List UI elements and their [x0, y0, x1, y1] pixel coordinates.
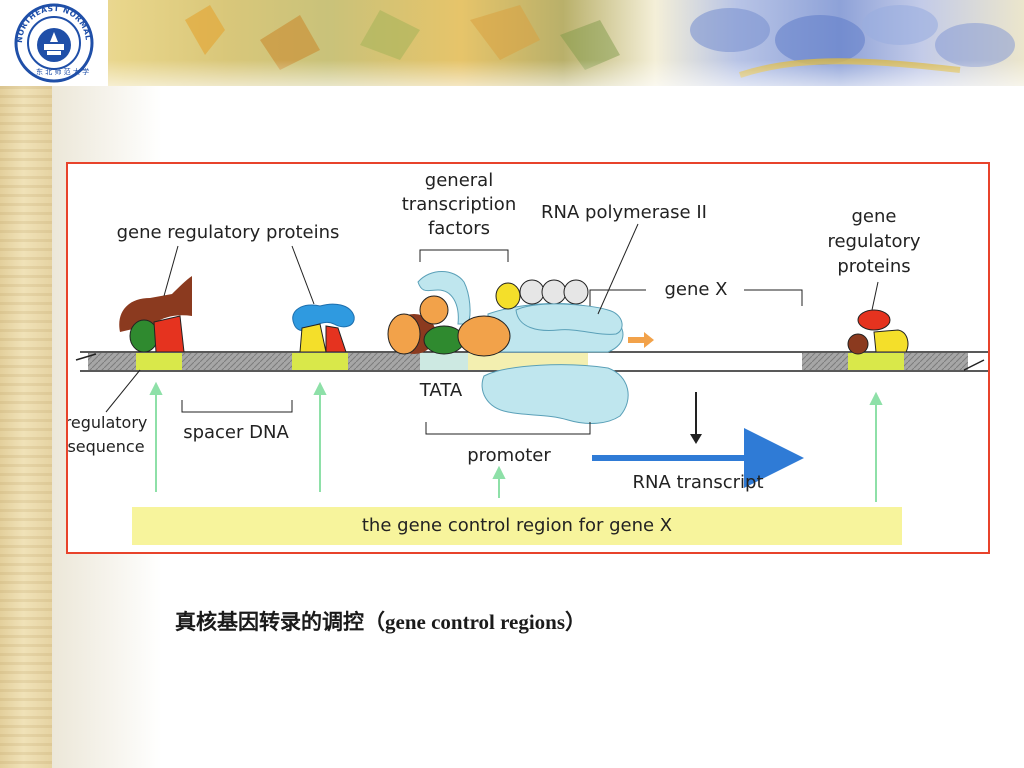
regulatory-sequence-2	[292, 353, 348, 370]
label-spacer-dna: spacer DNA	[183, 422, 289, 443]
transcription-complex	[387, 271, 654, 424]
gene-control-diagram: the gene control region for gene X	[65, 170, 988, 545]
label-reg-seq-line2: sequence	[68, 437, 145, 456]
label-gtf-line2: transcription	[402, 194, 516, 215]
regulatory-sequence-1	[136, 353, 182, 370]
header-banner	[0, 0, 1024, 86]
gene-x-region	[588, 353, 802, 370]
green-arrows	[149, 381, 883, 502]
label-gene-reg-right-line2: regulatory	[827, 231, 920, 252]
label-gene-reg-right-line3: proteins	[837, 256, 910, 277]
label-reg-seq-line1: regulatory	[68, 413, 147, 432]
caption-english: （gene control regions）	[364, 610, 587, 634]
left-texture-strip	[0, 86, 52, 768]
caption-chinese: 真核基因转录的调控	[175, 610, 364, 634]
label-gene-reg-right-line1: gene	[852, 206, 897, 227]
slide-caption: 真核基因转录的调控（gene control regions）	[175, 606, 586, 636]
gene-regulatory-protein-right	[847, 309, 909, 355]
label-rna-transcript: RNA transcript	[632, 472, 763, 493]
university-logo: NORTHEAST NORMAL UNIVERSITY 东 北 师 范 大 学	[0, 0, 108, 86]
gene-regulatory-protein-middle	[292, 303, 355, 353]
gene-regulatory-protein-left	[119, 276, 192, 353]
tata-box	[420, 353, 468, 370]
label-tata: TATA	[419, 380, 463, 401]
regulatory-sequence-3	[848, 353, 904, 370]
label-gtf-line3: factors	[428, 218, 490, 239]
label-promoter: promoter	[467, 445, 551, 466]
control-region-label: the gene control region for gene X	[362, 515, 672, 536]
label-gene-x: gene X	[664, 279, 727, 300]
label-gene-regulatory-proteins-left: gene regulatory proteins	[117, 222, 340, 243]
label-rna-polymerase: RNA polymerase II	[541, 202, 707, 223]
svg-text:东 北 师 范 大 学: 东 北 师 范 大 学	[36, 67, 89, 76]
control-region-band	[132, 507, 902, 545]
figure-frame: the gene control region for gene X	[65, 162, 990, 554]
label-gtf-line1: general	[425, 170, 493, 191]
